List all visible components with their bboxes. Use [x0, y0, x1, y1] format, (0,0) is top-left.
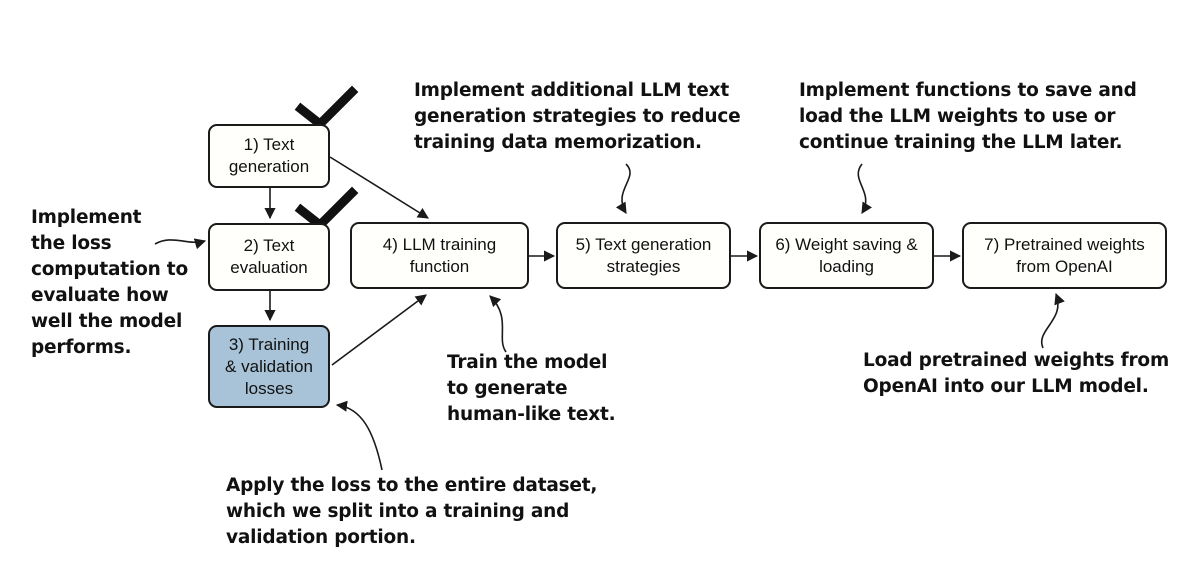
step-2-box: 2) Text evaluation: [208, 223, 330, 291]
note-arrow-strategies: [615, 163, 631, 214]
step-7-label: 7) Pretrained weights from OpenAI: [984, 234, 1145, 276]
note-dataset: Apply the loss to the entire dataset, wh…: [226, 475, 598, 548]
step-3-label: 3) Training & validation losses: [225, 334, 313, 398]
note-loss: Implement the loss computation to evalua…: [31, 207, 188, 358]
step-1-box: 1) Text generation: [208, 124, 330, 188]
step-7-box: 7) Pretrained weights from OpenAI: [962, 222, 1167, 289]
step-1-label: 1) Text generation: [228, 135, 310, 176]
note-arrow-pretrained: [1040, 292, 1065, 349]
note-strategies: Implement additional LLM text generation…: [414, 80, 741, 153]
note-arrow-loss: [154, 238, 207, 250]
step-6-label: 6) Weight saving & loading: [775, 234, 918, 276]
note-arrow-weights: [857, 163, 873, 214]
step-4-box: 4) LLM training function: [350, 222, 529, 289]
step-2-label: 2) Text evaluation: [230, 236, 308, 277]
step-5-box: 5) Text generation strategies: [556, 222, 731, 289]
arrow-3-to-4: [331, 294, 427, 366]
checkmark-icon: [294, 186, 359, 232]
note-weights: Implement functions to save and load the…: [799, 80, 1137, 153]
step-4-label: 4) LLM training function: [382, 234, 497, 276]
note-train: Train the model to generate human-like t…: [447, 352, 616, 425]
step-3-box: 3) Training & validation losses: [208, 325, 330, 408]
arrow-1-to-4: [329, 156, 429, 219]
note-arrow-train: [489, 295, 507, 353]
note-arrow-dataset: [335, 400, 383, 471]
step-5-label: 5) Text generation strategies: [575, 234, 712, 276]
note-pretrained: Load pretrained weights from OpenAI into…: [863, 350, 1170, 397]
checkmark-icon: [294, 85, 359, 131]
step-6-box: 6) Weight saving & loading: [759, 222, 934, 289]
